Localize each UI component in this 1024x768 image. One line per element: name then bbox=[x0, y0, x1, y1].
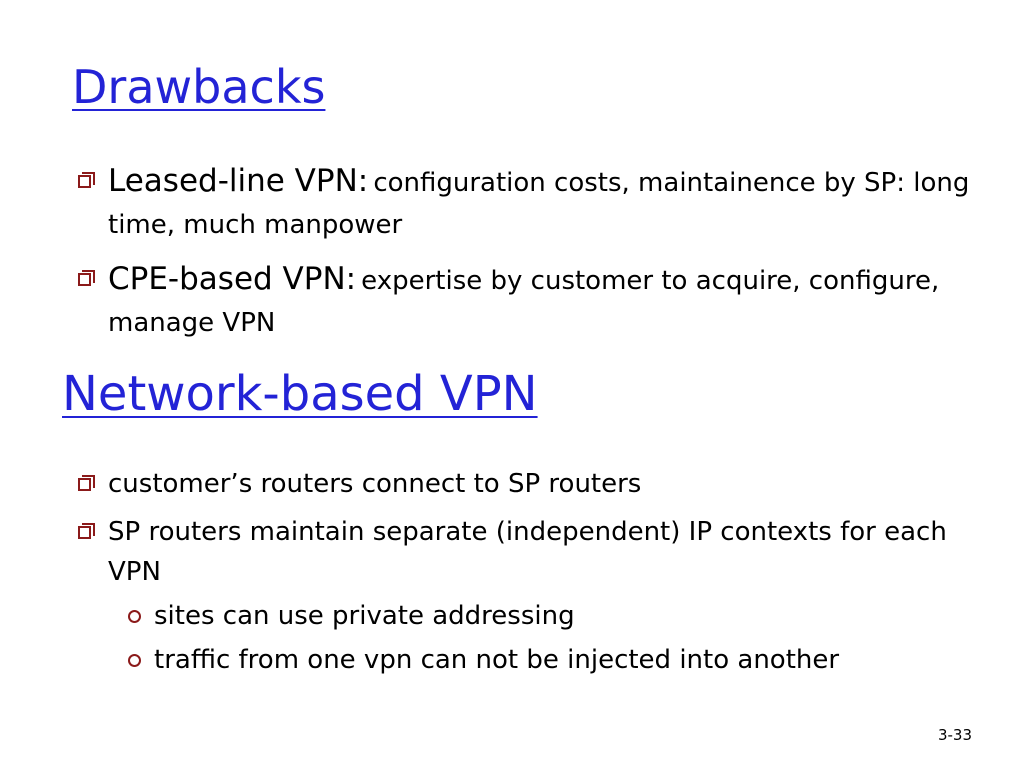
list-item: Leased-line VPN: configuration costs, ma… bbox=[76, 160, 996, 246]
item-lead: CPE-based VPN: bbox=[108, 261, 357, 297]
sub-list: sites can use private addressing traffic… bbox=[108, 596, 996, 680]
box-bullet-icon bbox=[78, 270, 95, 286]
list-item: CPE-based VPN: expertise by customer to … bbox=[76, 258, 996, 344]
box-bullet-icon bbox=[78, 475, 95, 491]
box-bullet-icon bbox=[78, 523, 95, 539]
circle-bullet-icon bbox=[128, 654, 141, 667]
circle-bullet-icon bbox=[128, 610, 141, 623]
item-text: customer’s routers connect to SP routers bbox=[108, 469, 642, 499]
page-number: 3-33 bbox=[937, 726, 972, 744]
sub-item-text: traffic from one vpn can not be injected… bbox=[154, 645, 840, 675]
drawbacks-list: Leased-line VPN: configuration costs, ma… bbox=[76, 160, 996, 356]
slide-title-drawbacks: Drawbacks bbox=[72, 60, 326, 114]
item-text: configuration costs, maintainence by SP:… bbox=[108, 168, 970, 240]
item-text: expertise by customer to acquire, config… bbox=[108, 266, 940, 338]
sub-list-item: sites can use private addressing bbox=[122, 596, 996, 636]
list-item: customer’s routers connect to SP routers bbox=[76, 464, 996, 504]
sub-list-item: traffic from one vpn can not be injected… bbox=[122, 640, 996, 680]
list-item: SP routers maintain separate (independen… bbox=[76, 512, 996, 680]
network-vpn-list: customer’s routers connect to SP routers… bbox=[76, 464, 996, 688]
sub-item-text: sites can use private addressing bbox=[154, 601, 575, 631]
box-bullet-icon bbox=[78, 172, 95, 188]
item-text: SP routers maintain separate (independen… bbox=[108, 517, 947, 587]
item-lead: Leased-line VPN: bbox=[108, 163, 369, 199]
slide-title-network-based-vpn: Network-based VPN bbox=[62, 366, 538, 422]
